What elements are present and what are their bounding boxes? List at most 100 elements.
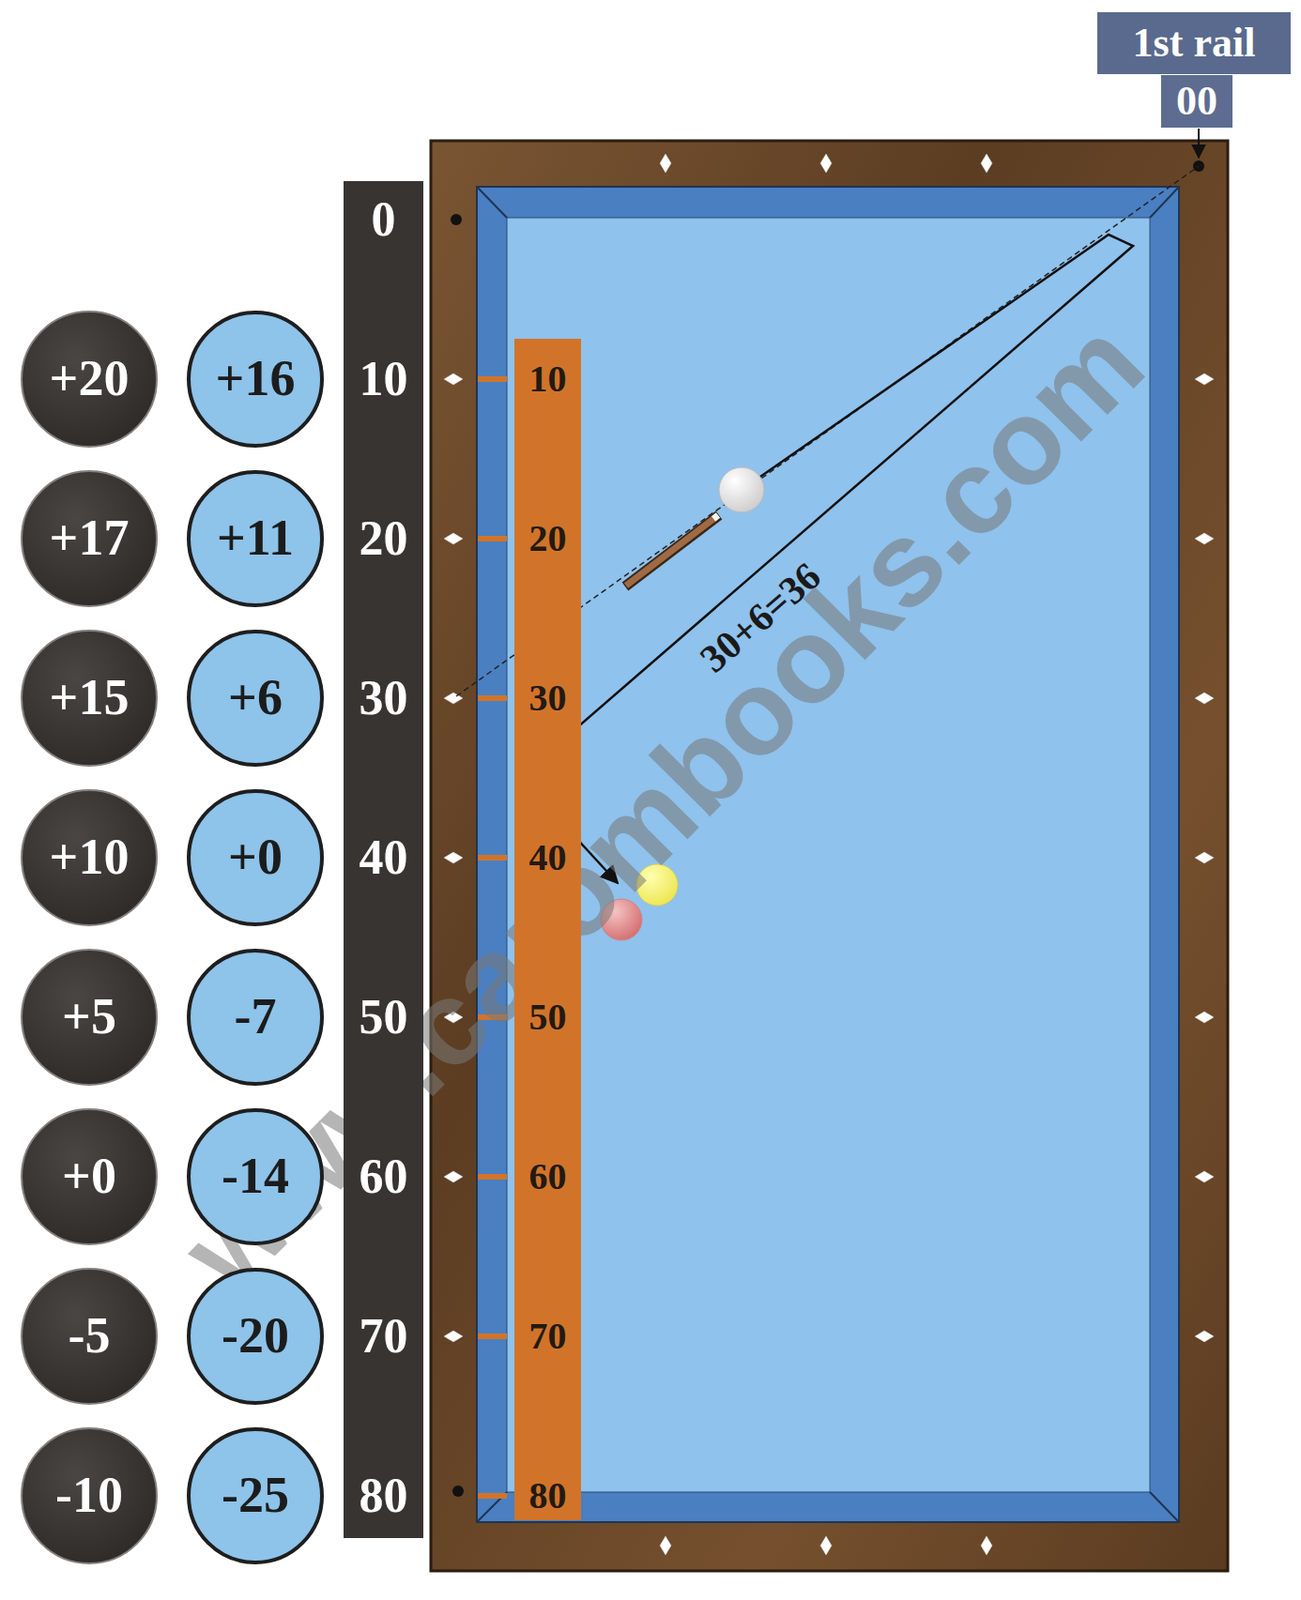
circle-fill bbox=[21, 949, 157, 1086]
correction-circle: +11 bbox=[185, 469, 325, 609]
ruler-number: 80 bbox=[529, 1475, 567, 1517]
correction-value: +17 bbox=[49, 510, 130, 567]
correction-circle: +0 bbox=[19, 1107, 159, 1247]
scale-slot: 60 bbox=[529, 1156, 567, 1198]
ruler-tick bbox=[477, 1493, 507, 1500]
rail-name: 1st rail bbox=[1132, 20, 1256, 66]
rail-diamond bbox=[443, 1331, 463, 1343]
circle-fill bbox=[188, 1110, 322, 1244]
ruler-tick bbox=[477, 1333, 507, 1340]
cue-stick bbox=[625, 515, 720, 587]
rail-diamond bbox=[1194, 1011, 1214, 1024]
correction-value: +10 bbox=[49, 829, 130, 886]
scale-number: 60 bbox=[359, 1149, 409, 1204]
circle-fill bbox=[188, 312, 322, 446]
correction-circle: -10 bbox=[19, 1426, 159, 1566]
scale-number: 30 bbox=[359, 671, 409, 725]
scale-slot: 60 bbox=[359, 1149, 409, 1204]
scale-number: 50 bbox=[359, 990, 409, 1044]
rail-diamond bbox=[659, 153, 672, 173]
correction-circle: +20 bbox=[19, 309, 159, 449]
ruler-tick bbox=[477, 376, 507, 383]
correction-value: -7 bbox=[234, 989, 277, 1045]
scale-number: 80 bbox=[359, 1469, 409, 1523]
correction-value: +6 bbox=[228, 670, 283, 726]
correction-value: +5 bbox=[61, 989, 117, 1045]
circle-fill bbox=[188, 950, 322, 1085]
rail-diamond bbox=[1194, 1171, 1214, 1183]
ruler-tick bbox=[477, 695, 507, 702]
ruler-band: 10 20 30 40 50 60 70 80 bbox=[514, 338, 582, 1521]
correction-value: +15 bbox=[49, 670, 130, 726]
scale-slot: 30 bbox=[359, 671, 409, 725]
circle-fill bbox=[188, 631, 322, 766]
rail-diamond bbox=[980, 153, 993, 173]
scale-slot: 70 bbox=[359, 1309, 409, 1363]
ruler-tick bbox=[477, 535, 507, 542]
scale-slot: 40 bbox=[529, 837, 567, 879]
circle-fill bbox=[188, 1270, 322, 1404]
ruler-number: 10 bbox=[529, 358, 567, 400]
rail-diamond bbox=[443, 533, 463, 545]
circle-fill bbox=[21, 311, 157, 447]
correction-value: -25 bbox=[221, 1468, 290, 1524]
corner-dot bbox=[452, 1485, 464, 1498]
scale-number: 10 bbox=[359, 352, 409, 406]
ruler-number: 20 bbox=[529, 518, 567, 560]
circle-fill bbox=[188, 472, 322, 606]
rail-diamond bbox=[1194, 692, 1214, 705]
ruler-number: 30 bbox=[529, 677, 567, 720]
correction-value: +16 bbox=[215, 351, 296, 407]
correction-value: -10 bbox=[55, 1468, 123, 1524]
rail-diamond bbox=[1194, 533, 1214, 545]
rail-diamond bbox=[1194, 373, 1214, 385]
correction-circle: -20 bbox=[185, 1267, 325, 1407]
correction-value: +20 bbox=[49, 351, 130, 407]
cushion-bevel bbox=[1149, 1492, 1179, 1523]
cue-stick bbox=[626, 519, 714, 586]
correction-circle: +6 bbox=[185, 628, 325, 768]
circle-fill bbox=[21, 1428, 157, 1564]
rail-diamond bbox=[980, 1536, 993, 1556]
rail-diamond bbox=[443, 852, 463, 864]
cushion-bevel bbox=[476, 186, 507, 218]
correction-circle: +15 bbox=[19, 628, 159, 768]
correction-circle: +16 bbox=[185, 309, 325, 449]
scale-number: 70 bbox=[359, 1309, 409, 1363]
correction-circle: +0 bbox=[185, 788, 325, 928]
correction-circle: +5 bbox=[19, 948, 159, 1087]
circle-fill bbox=[21, 630, 157, 766]
correction-circle: -7 bbox=[185, 948, 325, 1087]
scale-slot: 10 bbox=[529, 358, 567, 400]
circle-fill bbox=[188, 791, 322, 925]
rail-diamond bbox=[820, 153, 832, 173]
scale-number: 0 bbox=[371, 192, 397, 246]
scale-slot: 70 bbox=[529, 1316, 567, 1358]
rail-diamond bbox=[443, 1171, 463, 1183]
rail-diamond bbox=[659, 1536, 672, 1556]
cushion-bevel bbox=[1149, 186, 1179, 218]
pointer-arrow bbox=[1197, 128, 1200, 158]
correction-value: -14 bbox=[221, 1148, 290, 1205]
cushion-bevel bbox=[476, 1492, 507, 1523]
scale-number: 40 bbox=[359, 830, 409, 885]
correction-circle: +10 bbox=[19, 788, 159, 928]
correction-value: +0 bbox=[61, 1148, 117, 1205]
correction-circle: -14 bbox=[185, 1107, 325, 1247]
scale-slot: 80 bbox=[529, 1475, 567, 1517]
circle-fill bbox=[21, 790, 157, 926]
circle-fill bbox=[21, 1109, 157, 1245]
scale-slot: 10 bbox=[359, 352, 409, 406]
rail-diamond bbox=[1194, 852, 1214, 864]
scale-slot: 0 bbox=[371, 192, 397, 246]
rail-number: 00 bbox=[1176, 78, 1218, 124]
ruler-tick bbox=[477, 855, 507, 861]
circle-fill bbox=[188, 1429, 322, 1563]
correction-circle: +17 bbox=[19, 469, 159, 609]
correction-circle: -25 bbox=[185, 1426, 325, 1566]
correction-value: +11 bbox=[216, 510, 294, 567]
scale-number: 20 bbox=[359, 511, 409, 566]
ruler-number: 50 bbox=[529, 996, 567, 1039]
scale-slot: 80 bbox=[359, 1469, 409, 1523]
